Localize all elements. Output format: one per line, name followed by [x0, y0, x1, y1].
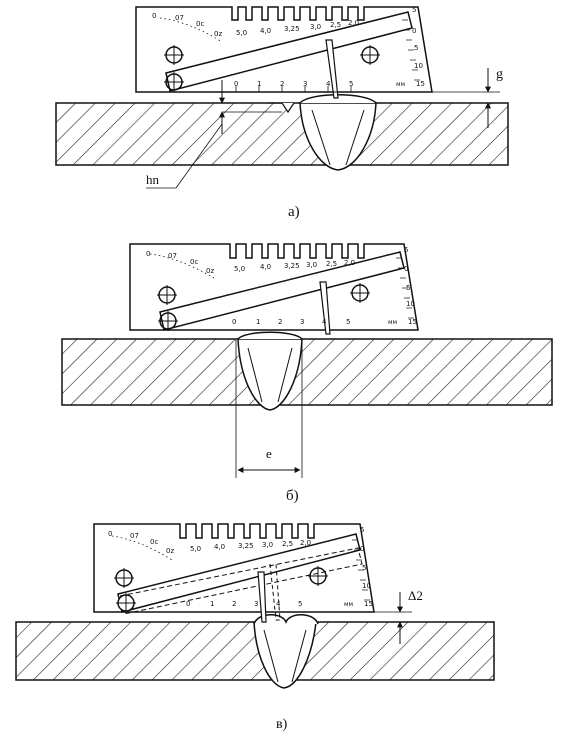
right-scale-label: 5 — [414, 44, 418, 52]
figure-caption: в) — [276, 717, 288, 732]
top-scale-label: 3,25 — [238, 542, 254, 550]
gauge-c: 0 07 0c 0z 5,0 4,0 3,25 3,0 2,5 2,0 5 0 … — [93, 523, 375, 623]
right-scale-label: 0 — [360, 545, 364, 553]
gauge-b: 0 07 0c 0z 5,0 4,0 3,25 3,0 2,5 2,0 5 0 … — [129, 243, 419, 335]
top-scale-label: 4,0 — [260, 27, 271, 35]
arm-scale-label: 1 — [256, 318, 260, 326]
angle-label: 0 — [152, 12, 156, 20]
arm-scale-label: 0 — [234, 80, 238, 88]
angle-label: 07 — [168, 252, 177, 260]
right-scale-label: 15 — [416, 80, 425, 88]
right-scale-label: 15 — [364, 600, 373, 608]
arm-scale-label: 5 — [298, 600, 302, 608]
top-scale-label: 4,0 — [260, 263, 271, 271]
unit-label: мм — [396, 81, 405, 88]
top-scale-label: 3,25 — [284, 25, 300, 33]
unit-label: мм — [344, 601, 353, 608]
top-scale-label: 3,25 — [284, 262, 300, 270]
unit-label: мм — [388, 319, 397, 326]
angle-label: 0 — [108, 530, 112, 538]
top-scale-label: 3,0 — [306, 261, 317, 269]
arm-scale-label: 4 — [276, 600, 281, 608]
arm-scale-label: 4 — [326, 80, 331, 88]
top-scale-label: 4,0 — [214, 543, 225, 551]
plate-a — [55, 94, 509, 171]
top-scale-label: 2,5 — [330, 21, 341, 29]
top-scale-label: 5,0 — [190, 545, 201, 553]
arm-scale-label: 1 — [257, 80, 261, 88]
right-scale-label: 15 — [408, 318, 417, 326]
arm-scale-label: 2 — [280, 80, 284, 88]
dimension-g: g — [378, 67, 503, 128]
bolt-hole-icon — [157, 285, 177, 305]
figure-caption: б) — [286, 488, 299, 504]
right-scale-label: 5 — [404, 246, 408, 254]
top-scale-label: 2,0 — [348, 19, 359, 27]
gauge-a: 0 07 0c 0z 5,0 4,0 3,25 3,0 2,5 2,0 5 0 … — [135, 6, 433, 99]
arm-scale-label: 2 — [278, 318, 282, 326]
right-scale-label: 5 — [360, 526, 364, 534]
arm-scale-label: 5 — [349, 80, 353, 88]
figure-a: 0 07 0c 0z 5,0 4,0 3,25 3,0 2,5 2,0 5 0 … — [55, 6, 509, 220]
right-scale-label: 10 — [406, 300, 415, 308]
angle-label: 0z — [206, 267, 214, 275]
right-scale-label: 10 — [362, 582, 371, 590]
angle-label: 0c — [196, 20, 204, 28]
top-scale-label: 2,0 — [300, 539, 311, 547]
angle-label: 0c — [190, 258, 198, 266]
dimension-delta2: Δ2 — [300, 588, 423, 644]
top-scale-label: 2,0 — [344, 259, 355, 267]
dimension-label-delta2: Δ2 — [408, 588, 423, 603]
figure-b: 0 07 0c 0z 5,0 4,0 3,25 3,0 2,5 2,0 5 0 … — [61, 243, 553, 504]
right-scale-label: 10 — [414, 62, 423, 70]
top-scale-label: 5,0 — [236, 29, 247, 37]
arm-scale-label: 0 — [186, 600, 190, 608]
arm-scale-label: 1 — [210, 600, 214, 608]
angle-label: 0z — [214, 30, 222, 38]
bolt-hole-icon — [360, 45, 380, 65]
pivot-arm-a — [164, 11, 413, 92]
arm-scale-label: 5 — [346, 318, 350, 326]
arm-scale-label: 4 — [322, 318, 327, 326]
right-scale-label: 0 — [412, 27, 416, 35]
right-scale-label: 0 — [404, 265, 408, 273]
right-scale-label: 5 — [362, 564, 366, 572]
plate-b — [61, 331, 553, 411]
arm-scale-label: 3 — [254, 600, 258, 608]
top-scale-label: 2,5 — [282, 540, 293, 548]
dimension-label-e: e — [266, 446, 272, 461]
top-scale-label: 2,5 — [326, 260, 337, 268]
bolt-hole-icon — [114, 568, 134, 588]
plate-c — [15, 614, 495, 689]
right-scale-label: 5 — [412, 6, 416, 14]
bolt-hole-icon — [164, 45, 184, 65]
arm-scale-label: 2 — [232, 600, 236, 608]
dimension-hn: hn — [146, 80, 282, 189]
dimension-label-g: g — [496, 67, 503, 82]
arm-scale-label: 3 — [300, 318, 304, 326]
angle-label: 07 — [130, 532, 139, 540]
arm-scale-label: 0 — [232, 318, 236, 326]
figure-c: 0 07 0c 0z 5,0 4,0 3,25 3,0 2,5 2,0 5 0 … — [15, 523, 495, 732]
angle-label: 0 — [146, 250, 150, 258]
angle-label: 07 — [175, 14, 184, 22]
top-scale-label: 3,0 — [310, 23, 321, 31]
angle-label: 0c — [150, 538, 158, 546]
top-scale-label: 3,0 — [262, 541, 273, 549]
dimension-e: e — [235, 340, 303, 478]
top-scale-label: 5,0 — [234, 265, 245, 273]
dimension-label-hn: hn — [146, 172, 160, 187]
figure-caption: a) — [288, 204, 300, 220]
right-scale-label: 5 — [406, 284, 410, 292]
angle-label: 0z — [166, 547, 174, 555]
bolt-hole-icon — [350, 283, 370, 303]
bolt-hole-icon — [308, 566, 328, 586]
arm-scale-label: 3 — [303, 80, 307, 88]
